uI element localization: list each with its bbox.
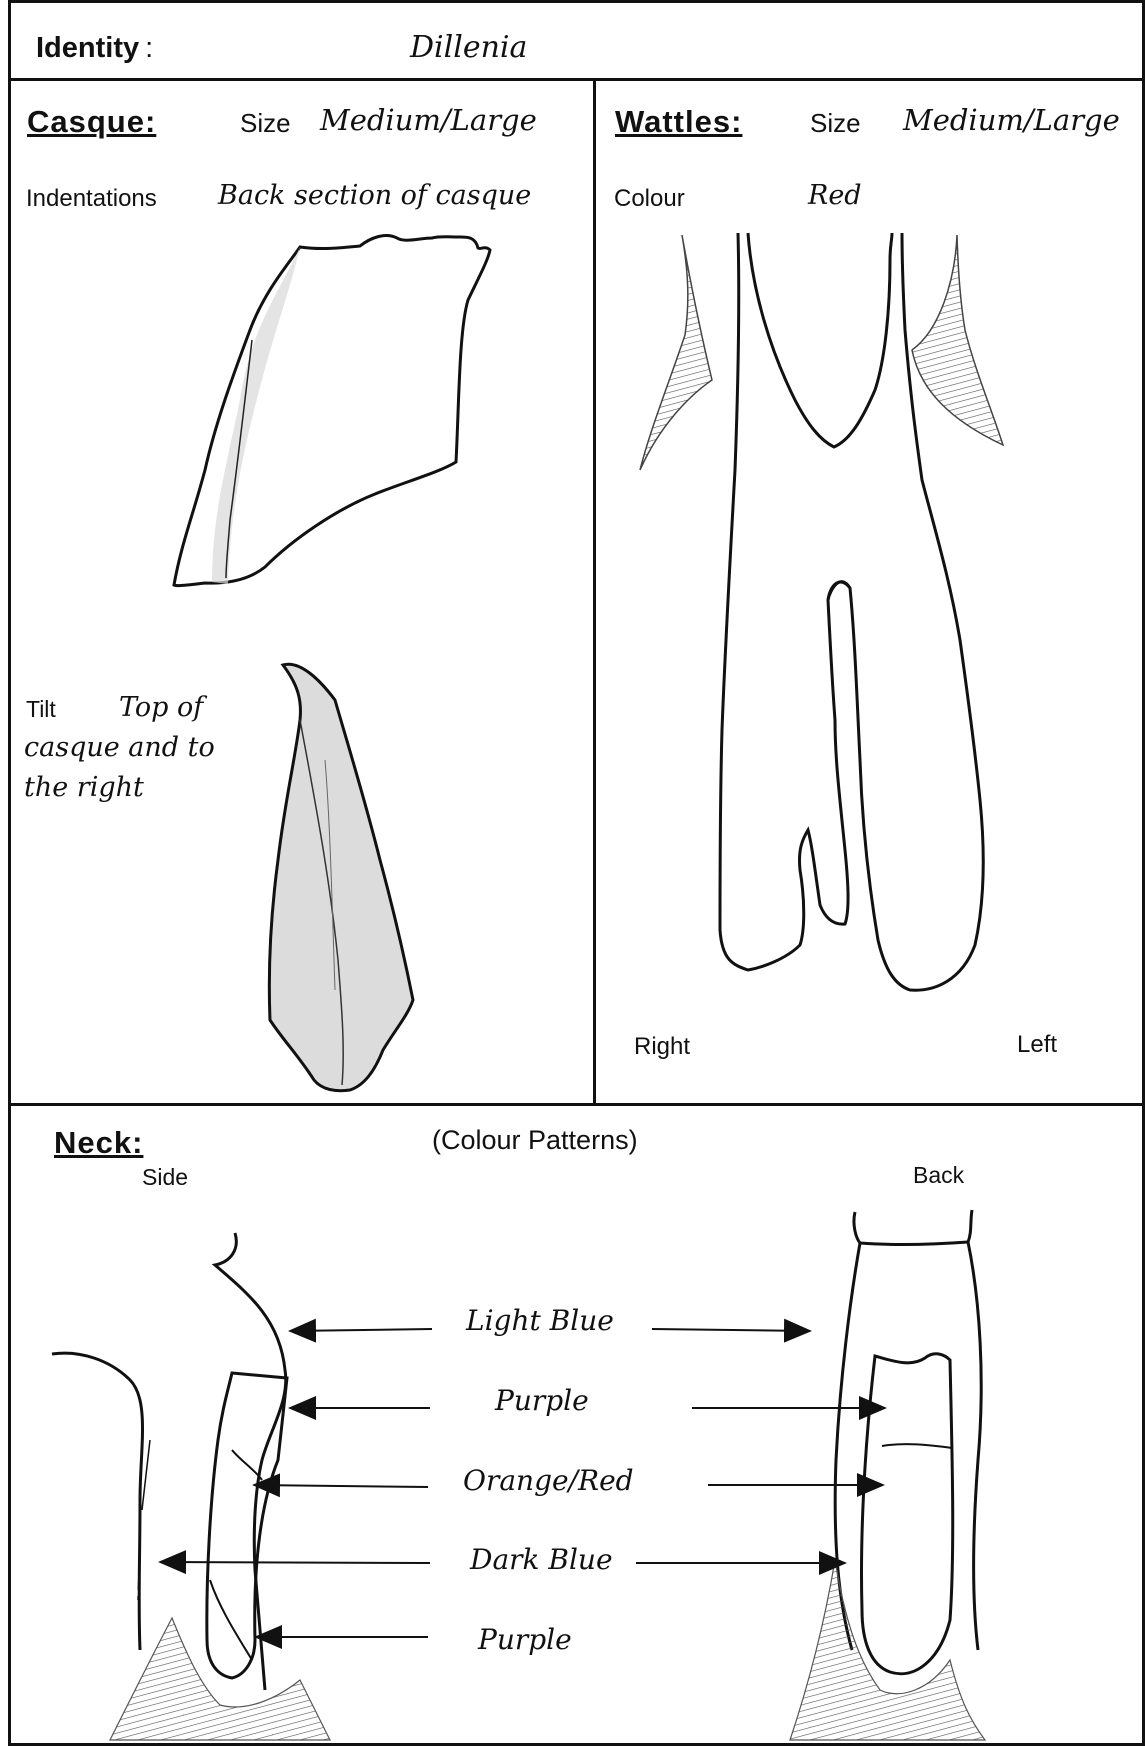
wattle-left-shading xyxy=(912,235,1003,445)
neck-back-sketch xyxy=(790,1210,985,1740)
casque-tilt-outline xyxy=(269,664,413,1090)
neck-side-band-panel xyxy=(207,1373,287,1678)
neck-side-band-divider-2 xyxy=(210,1580,252,1660)
arrow-dark-blue-side xyxy=(160,1562,430,1563)
wattles-sketch xyxy=(640,233,1003,990)
neck-side-back-contour xyxy=(52,1353,143,1650)
wattle-right-shading xyxy=(640,235,712,470)
wattle-top-notch xyxy=(748,233,892,447)
neck-side-band-divider-1 xyxy=(232,1450,262,1480)
neck-back-band-panel xyxy=(862,1354,953,1674)
neck-back-top-cut xyxy=(854,1210,972,1245)
neck-back-right-contour xyxy=(968,1242,981,1650)
neck-side-sketch xyxy=(52,1233,330,1740)
arrow-light-blue-back xyxy=(652,1329,810,1331)
neck-back-feathers xyxy=(790,1560,985,1740)
casque-side-shading xyxy=(212,247,300,584)
casque-side-sketch xyxy=(174,236,490,586)
arrow-orange-red-side xyxy=(254,1485,428,1487)
casque-tilt-sketch xyxy=(269,664,413,1090)
wattle-inner-gap-top xyxy=(828,582,850,600)
arrow-light-blue-side xyxy=(290,1329,432,1331)
neck-back-band-divider xyxy=(882,1444,952,1448)
neck-side-front-contour xyxy=(215,1233,286,1690)
